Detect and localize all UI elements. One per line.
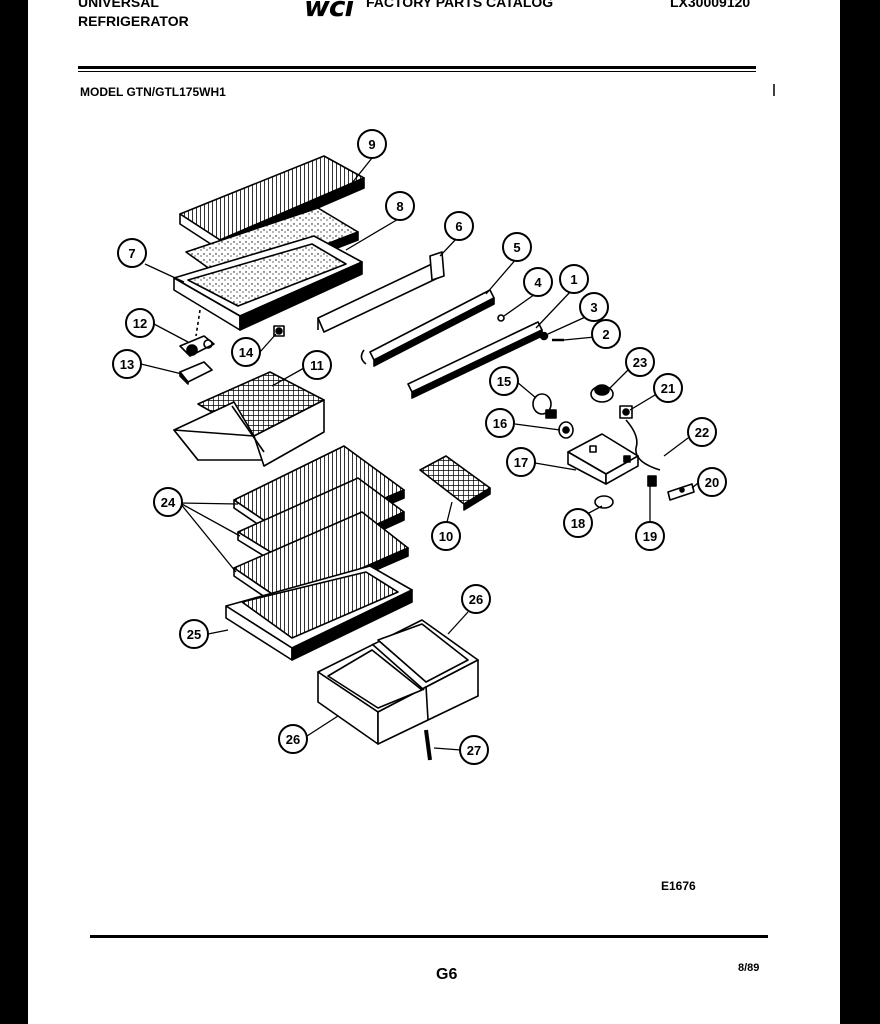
callout-7: 7 <box>117 238 147 268</box>
catalog-page: UNIVERSAL REFRIGERATOR wci FACTORY PARTS… <box>28 0 840 1024</box>
part-23-thermostat-knob <box>590 384 614 403</box>
callout-22-label: 22 <box>695 425 709 440</box>
callout-balloons: 9 8 7 6 5 4 1 3 2 12 14 13 11 23 15 21 1… <box>112 129 727 765</box>
footer-rule <box>90 935 768 938</box>
part-13-light-cover <box>179 361 213 385</box>
callout-26a-label: 26 <box>469 592 483 607</box>
part-19-terminal <box>647 475 657 487</box>
callout-13: 13 <box>112 349 142 379</box>
header-rule <box>78 66 756 69</box>
callout-19-label: 19 <box>643 529 657 544</box>
callout-13-label: 13 <box>120 357 134 372</box>
part-18-knob <box>594 495 614 509</box>
part-26-crisper-drawers <box>317 619 479 745</box>
page-number: G6 <box>436 966 458 983</box>
callout-14: 14 <box>231 337 261 367</box>
callout-21-label: 21 <box>661 381 675 396</box>
callout-19: 19 <box>635 521 665 551</box>
callout-21: 21 <box>653 373 683 403</box>
part-21-switch <box>619 405 633 419</box>
document-number: LX30009120 <box>670 0 751 10</box>
part-27-drawer-stop <box>424 729 432 761</box>
part-24-shelves <box>233 445 409 611</box>
part-16-socket <box>558 421 574 439</box>
callout-27: 27 <box>459 735 489 765</box>
callout-26b-label: 26 <box>286 732 300 747</box>
callout-17-label: 17 <box>514 455 528 470</box>
leader-lines <box>140 157 699 751</box>
callout-20-label: 20 <box>705 475 719 490</box>
callout-14-label: 14 <box>239 345 254 360</box>
callout-18-label: 18 <box>571 516 585 531</box>
part-7-frame <box>173 235 363 331</box>
part-22-wire <box>625 419 661 471</box>
callout-2-label: 2 <box>602 327 609 342</box>
callout-27-label: 27 <box>467 743 481 758</box>
callout-8-label: 8 <box>396 199 403 214</box>
callout-3-label: 3 <box>590 300 597 315</box>
part-12-light-socket <box>179 335 215 357</box>
callout-12: 12 <box>125 308 155 338</box>
catalog-title: FACTORY PARTS CATALOG <box>366 0 554 10</box>
model-number: MODEL GTN/GTL175WH1 <box>80 85 226 99</box>
part-4-washer <box>497 314 505 322</box>
callout-23: 23 <box>625 347 655 377</box>
callout-17: 17 <box>506 447 536 477</box>
callout-1: 1 <box>559 264 589 294</box>
callout-3: 3 <box>579 292 609 322</box>
print-date: 8/89 <box>738 962 760 974</box>
callout-16: 16 <box>485 408 515 438</box>
callout-18: 18 <box>563 508 593 538</box>
part-20-bracket <box>667 483 695 501</box>
callout-1-label: 1 <box>570 272 577 287</box>
callout-10: 10 <box>431 521 461 551</box>
callout-5: 5 <box>502 232 532 262</box>
wci-logo: wci <box>304 0 354 23</box>
callout-15-label: 15 <box>497 374 511 389</box>
callout-6-label: 6 <box>455 219 462 234</box>
callout-24: 24 <box>153 487 183 517</box>
part-10-egg-tray <box>419 455 491 511</box>
figure-code: E1676 <box>661 879 696 893</box>
callout-9-label: 9 <box>368 137 375 152</box>
callout-23-label: 23 <box>633 355 647 370</box>
part-25-crisper-frame <box>225 565 413 661</box>
callout-25-label: 25 <box>187 627 201 642</box>
part-17-control-box <box>567 433 639 485</box>
callout-2: 2 <box>591 319 621 349</box>
header-rule-thin <box>78 71 756 72</box>
part-15-bulb <box>532 393 557 419</box>
callout-6: 6 <box>444 211 474 241</box>
callout-11: 11 <box>302 350 332 380</box>
exploded-parts-diagram: 9 8 7 6 5 4 1 3 2 12 14 13 11 23 15 21 1… <box>112 84 775 765</box>
callout-25: 25 <box>179 619 209 649</box>
callout-20: 20 <box>697 467 727 497</box>
part-3-nut <box>539 331 549 341</box>
callout-4-label: 4 <box>534 275 542 290</box>
part-11-shelf <box>173 371 325 467</box>
callout-15: 15 <box>489 366 519 396</box>
callout-12-label: 12 <box>133 316 147 331</box>
callout-9: 9 <box>357 129 387 159</box>
part-14-clip <box>273 325 285 337</box>
callout-11-label: 11 <box>310 358 324 373</box>
callout-24-label: 24 <box>161 495 176 510</box>
callout-16-label: 16 <box>493 416 507 431</box>
callout-10-label: 10 <box>439 529 453 544</box>
part-5-slide-rail <box>360 289 495 367</box>
callout-4: 4 <box>523 267 553 297</box>
callout-7-label: 7 <box>128 246 135 261</box>
brand-line-2: REFRIGERATOR <box>78 13 189 29</box>
callout-8: 8 <box>385 191 415 221</box>
callout-26-top: 26 <box>461 584 491 614</box>
brand-line-1: UNIVERSAL <box>78 0 159 10</box>
part-6-rail <box>317 251 445 333</box>
callout-26-bottom: 26 <box>278 724 308 754</box>
callout-5-label: 5 <box>513 240 520 255</box>
callout-22: 22 <box>687 417 717 447</box>
